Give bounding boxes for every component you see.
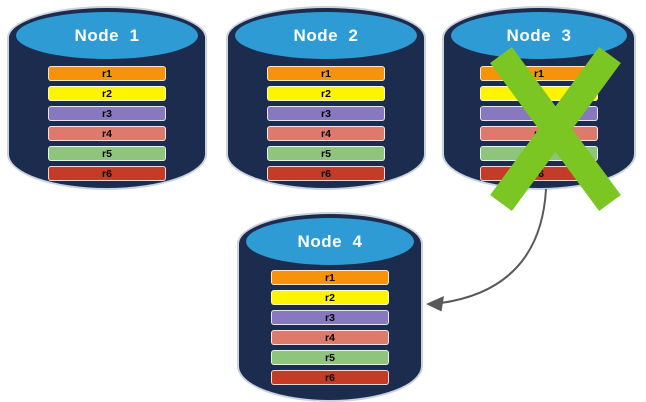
record-label: r1 xyxy=(102,67,112,80)
node-title: Node 1 xyxy=(74,25,140,45)
record-r2: r2 xyxy=(271,290,389,305)
record-label: r4 xyxy=(325,331,335,344)
record-r2: r2 xyxy=(267,86,385,101)
record-r5: r5 xyxy=(271,350,389,365)
record-label: r3 xyxy=(534,107,544,120)
record-r1: r1 xyxy=(48,66,166,81)
cylinder-top: Node 4 xyxy=(246,218,414,265)
record-r4: r4 xyxy=(48,126,166,141)
record-r3: r3 xyxy=(271,310,389,325)
record-label: r5 xyxy=(325,351,335,364)
record-r2: r2 xyxy=(480,86,598,101)
record-r6: r6 xyxy=(267,166,385,181)
record-label: r1 xyxy=(321,67,331,80)
record-label: r4 xyxy=(321,127,331,140)
record-r6: r6 xyxy=(480,166,598,181)
record-label: r3 xyxy=(321,107,331,120)
record-r3: r3 xyxy=(480,106,598,121)
node-1: Node 1 r1 r2 r3 r4 r5 r6 xyxy=(9,8,205,188)
record-list: r1 r2 r3 r4 r5 r6 xyxy=(480,66,598,186)
record-label: r6 xyxy=(325,371,335,384)
cylinder-top: Node 1 xyxy=(16,12,198,59)
record-label: r4 xyxy=(534,127,544,140)
record-r4: r4 xyxy=(271,330,389,345)
record-list: r1 r2 r3 r4 r5 r6 xyxy=(267,66,385,186)
record-r5: r5 xyxy=(267,146,385,161)
cylinder-top: Node 2 xyxy=(235,12,417,59)
node-title: Node 4 xyxy=(297,231,363,251)
record-r1: r1 xyxy=(267,66,385,81)
node-3: Node 3 r1 r2 r3 r4 r5 r6 xyxy=(444,8,634,188)
node-title: Node 3 xyxy=(506,25,572,45)
record-r1: r1 xyxy=(271,270,389,285)
node-4: Node 4 r1 r2 r3 r4 r5 r6 xyxy=(239,214,421,400)
node-title: Node 2 xyxy=(293,25,359,45)
record-label: r1 xyxy=(534,67,544,80)
record-label: r3 xyxy=(325,311,335,324)
record-r5: r5 xyxy=(480,146,598,161)
record-r1: r1 xyxy=(480,66,598,81)
record-r4: r4 xyxy=(267,126,385,141)
record-r6: r6 xyxy=(48,166,166,181)
cylinder-top: Node 3 xyxy=(451,12,627,59)
record-label: r1 xyxy=(325,271,335,284)
record-label: r2 xyxy=(534,87,544,100)
record-label: r2 xyxy=(321,87,331,100)
record-label: r6 xyxy=(534,167,544,180)
arrowhead-icon xyxy=(426,296,444,312)
record-label: r5 xyxy=(534,147,544,160)
record-r6: r6 xyxy=(271,370,389,385)
record-label: r6 xyxy=(102,167,112,180)
record-list: r1 r2 r3 r4 r5 r6 xyxy=(271,270,389,390)
record-r3: r3 xyxy=(48,106,166,121)
record-list: r1 r2 r3 r4 r5 r6 xyxy=(48,66,166,186)
record-r2: r2 xyxy=(48,86,166,101)
record-label: r6 xyxy=(321,167,331,180)
record-label: r2 xyxy=(325,291,335,304)
record-label: r3 xyxy=(102,107,112,120)
record-label: r4 xyxy=(102,127,112,140)
record-label: r2 xyxy=(102,87,112,100)
record-label: r5 xyxy=(321,147,331,160)
record-r4: r4 xyxy=(480,126,598,141)
failover-arrow xyxy=(426,188,547,312)
record-label: r5 xyxy=(102,147,112,160)
record-r3: r3 xyxy=(267,106,385,121)
record-r5: r5 xyxy=(48,146,166,161)
node-2: Node 2 r1 r2 r3 r4 r5 r6 xyxy=(228,8,424,188)
